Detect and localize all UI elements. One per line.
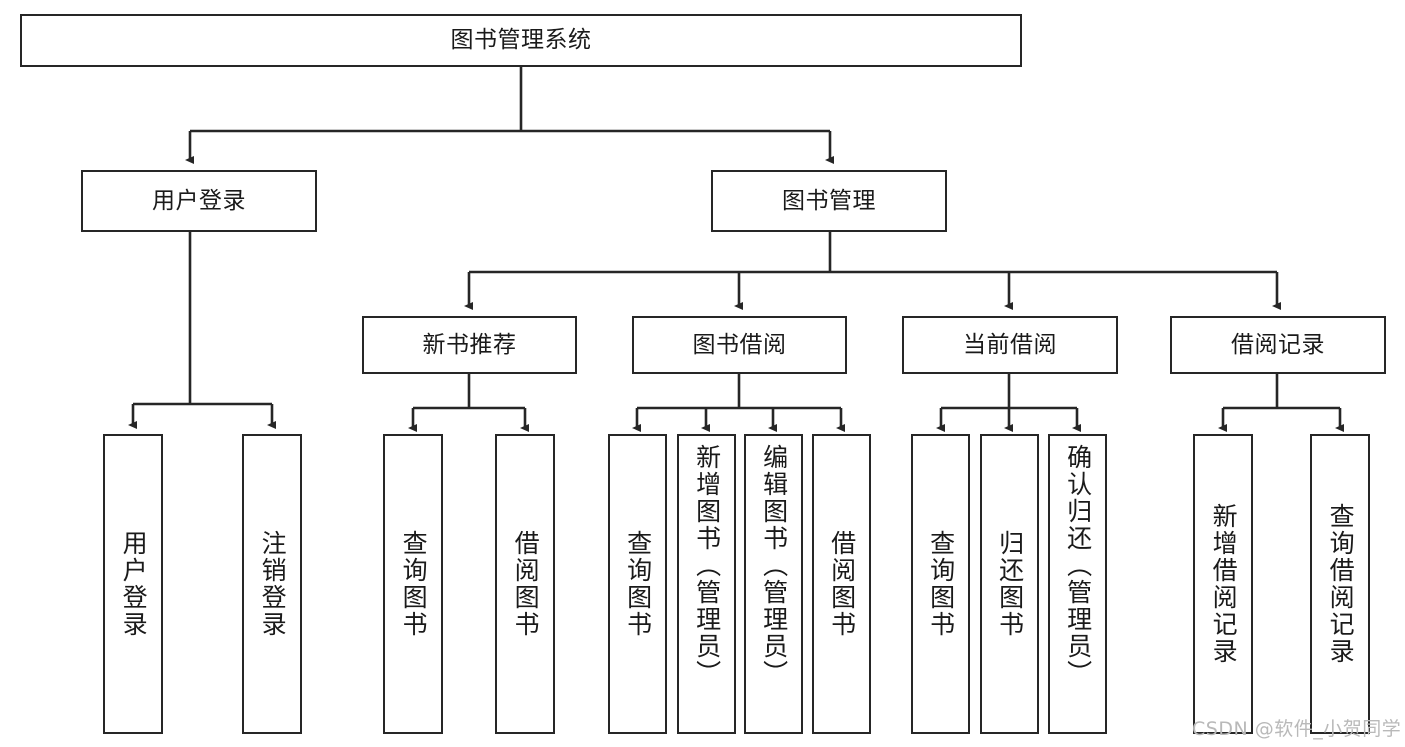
node-label: 新增借阅记录 [1209,503,1239,665]
node-label: 查询借阅记录 [1326,503,1356,665]
node-label: 编辑图书（管理员） [759,444,789,687]
node-label: 借阅图书 [511,530,541,638]
node-leaf-query-record[interactable]: 查询借阅记录 [1310,434,1370,734]
node-label: 用户登录 [152,187,246,214]
node-leaf-edit-book[interactable]: 编辑图书（管理员） [744,434,803,734]
node-user-login[interactable]: 用户登录 [81,170,317,232]
node-leaf-query-book-1[interactable]: 查询图书 [383,434,443,734]
node-label: 借阅记录 [1231,331,1325,358]
node-new-book-recommend[interactable]: 新书推荐 [362,316,577,374]
node-label: 查询图书 [399,530,429,638]
node-leaf-borrow-book-2[interactable]: 借阅图书 [812,434,871,734]
node-leaf-query-book-2[interactable]: 查询图书 [608,434,667,734]
node-label: 当前借阅 [963,331,1057,358]
node-label: 查询图书 [623,530,653,638]
node-book-management[interactable]: 图书管理 [711,170,947,232]
node-leaf-user-login[interactable]: 用户登录 [103,434,163,734]
node-label: 用户登录 [119,530,149,638]
node-label: 新书推荐 [422,331,517,358]
node-system-title[interactable]: 图书管理系统 [20,14,1022,67]
node-label: 注销登录 [258,530,288,638]
node-leaf-return-book[interactable]: 归还图书 [980,434,1039,734]
node-leaf-logout-login[interactable]: 注销登录 [242,434,302,734]
node-borrow-record[interactable]: 借阅记录 [1170,316,1386,374]
node-label: 确认归还（管理员） [1063,444,1093,687]
node-label: 查询图书 [926,530,956,638]
node-current-borrow[interactable]: 当前借阅 [902,316,1118,374]
csdn-watermark: CSDN @软件_小贺同学 [1192,718,1402,740]
node-label: 图书借阅 [692,331,787,358]
node-label: 图书管理 [782,187,876,214]
node-leaf-add-book[interactable]: 新增图书（管理员） [677,434,736,734]
node-leaf-borrow-book-1[interactable]: 借阅图书 [495,434,555,734]
node-book-borrow[interactable]: 图书借阅 [632,316,847,374]
node-leaf-query-book-3[interactable]: 查询图书 [911,434,970,734]
node-label: 借阅图书 [827,530,857,638]
node-label: 图书管理系统 [450,27,592,54]
node-label: 新增图书（管理员） [692,444,722,687]
node-label: 归还图书 [995,530,1025,638]
node-leaf-add-record[interactable]: 新增借阅记录 [1193,434,1253,734]
node-leaf-confirm-return[interactable]: 确认归还（管理员） [1048,434,1107,734]
